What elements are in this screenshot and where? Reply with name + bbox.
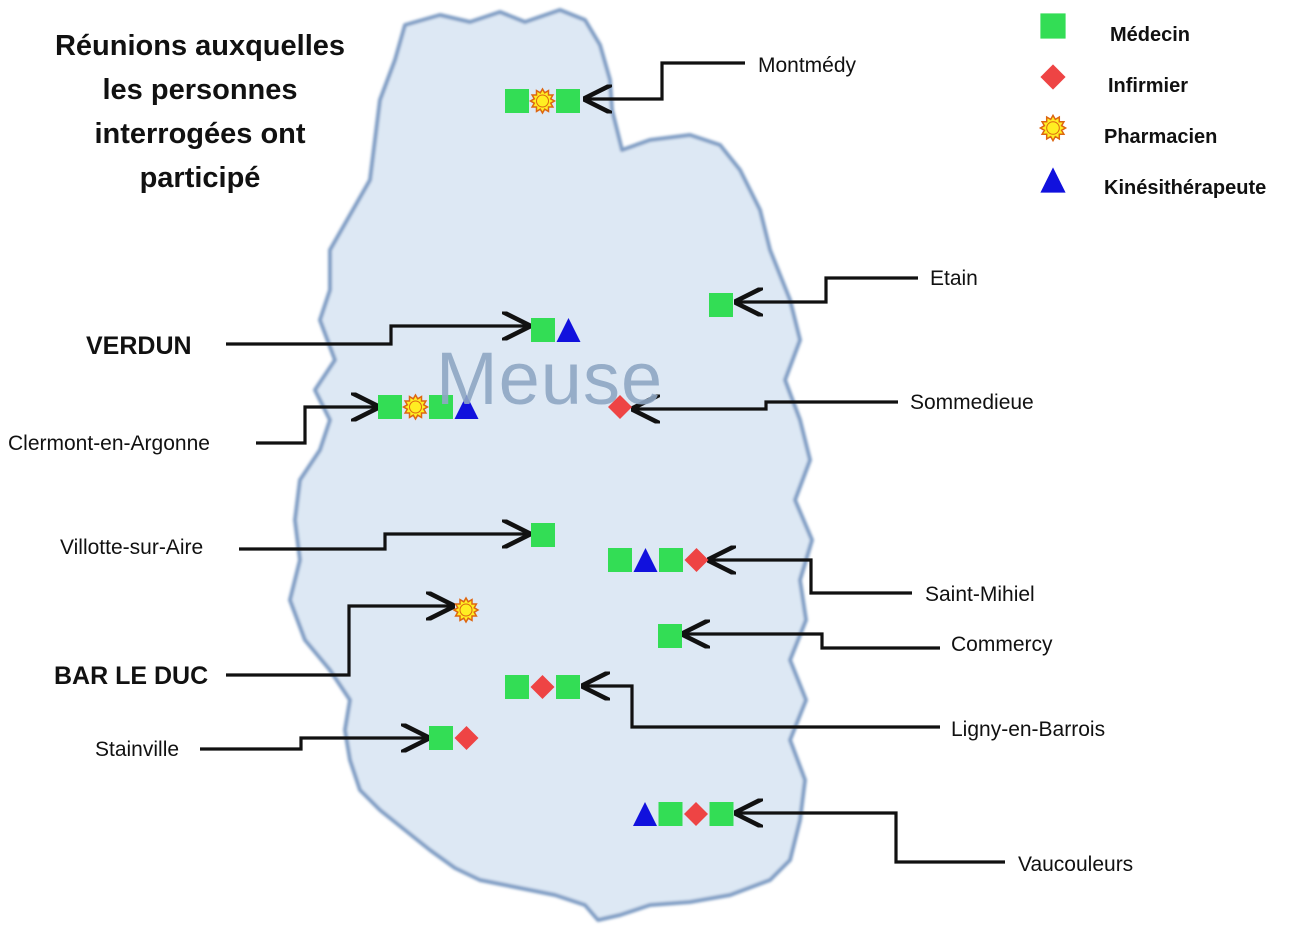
infirmier-diamond-icon <box>608 395 632 419</box>
medecin-square-icon <box>505 89 529 113</box>
marker-group <box>709 293 733 317</box>
marker-group <box>531 523 555 547</box>
title-line: les personnes <box>102 74 298 106</box>
connector-line <box>634 402 898 409</box>
place-label-montmedy: Montmédy <box>758 54 857 77</box>
marker-group <box>531 318 581 342</box>
place-label-saint-mihiel: Saint-Mihiel <box>925 583 1035 606</box>
place-label-vaucouleurs: Vaucouleurs <box>1018 853 1134 876</box>
place-label-etain: Etain <box>930 267 978 290</box>
pharmacien-sun-icon <box>529 87 556 115</box>
connector-line <box>256 407 377 445</box>
meuse-region-shape <box>288 8 814 922</box>
connector-line <box>586 61 745 99</box>
place-label-commercy: Commercy <box>951 633 1053 656</box>
infirmier-diamond-icon <box>1040 64 1066 90</box>
legend-label-infirmier: Infirmier <box>1108 75 1189 97</box>
medecin-square-icon <box>505 675 529 699</box>
marker-group <box>452 596 480 624</box>
marker-group <box>658 624 682 648</box>
medecin-square-icon <box>378 395 402 419</box>
kine-triangle-icon <box>633 548 658 572</box>
title-line: Réunions auxquelles <box>54 30 346 62</box>
legend-label-medecin: Médecin <box>1110 24 1191 46</box>
place-label-stainville: Stainville <box>95 738 180 761</box>
connector-line <box>226 606 452 677</box>
place-label-villotte: Villotte-sur-Aire <box>60 536 204 559</box>
medecin-square-icon <box>531 523 555 547</box>
kine-triangle-icon <box>633 802 657 826</box>
connector-line <box>737 276 918 302</box>
place-label-sommedieue: Sommedieue <box>910 391 1034 414</box>
map-title: Réunions auxquelles les personnes interr… <box>20 24 380 200</box>
medecin-square-icon <box>658 624 682 648</box>
place-label-verdun: VERDUN <box>86 332 192 360</box>
marker-group <box>608 548 709 572</box>
medecin-square-icon <box>709 802 734 826</box>
connector-lines <box>200 61 1005 864</box>
infirmier-diamond-icon <box>454 726 479 750</box>
medecin-square-icon <box>556 89 580 113</box>
infirmier-diamond-icon <box>530 675 555 699</box>
medecin-square-icon <box>658 802 683 826</box>
place-label-clermont: Clermont-en-Argonne <box>8 432 210 455</box>
medecin-square-icon <box>556 675 580 699</box>
kine-triangle-icon <box>556 318 581 342</box>
connector-line <box>684 634 940 650</box>
medecin-square-icon <box>531 318 555 342</box>
connector-line <box>737 813 1005 864</box>
infirmier-diamond-icon <box>684 802 708 826</box>
marker-group <box>608 395 632 419</box>
map-region-name: Meuse <box>436 337 664 420</box>
medecin-square-icon <box>608 548 632 572</box>
connector-line <box>584 686 940 729</box>
place-label-ligny: Ligny-en-Barrois <box>951 718 1106 741</box>
kine-triangle-icon <box>454 395 479 419</box>
marker-group <box>633 802 734 826</box>
title-line: interrogées ont <box>94 118 306 150</box>
connector-line <box>239 534 528 551</box>
connector-line <box>200 738 427 749</box>
marker-group <box>505 675 580 699</box>
marker-group <box>378 393 479 421</box>
pharmacien-sun-icon <box>402 393 429 421</box>
marker-group <box>505 87 580 115</box>
medecin-square-icon <box>1040 13 1066 39</box>
legend-label-kine: Kinésithérapeute <box>1104 177 1267 199</box>
marker-groups <box>378 87 734 826</box>
infirmier-diamond-icon <box>684 548 709 572</box>
marker-group <box>429 726 479 750</box>
legend-label-pharmacien: Pharmacien <box>1104 126 1218 148</box>
medecin-square-icon <box>429 395 453 419</box>
pharmacien-sun-icon <box>452 596 480 624</box>
medecin-square-icon <box>429 726 453 750</box>
title-line: participé <box>139 162 261 194</box>
medecin-square-icon <box>709 293 733 317</box>
connector-line <box>710 560 912 595</box>
pharmacien-sun-icon <box>1038 113 1068 143</box>
kine-triangle-icon <box>1040 167 1066 193</box>
place-label-bar-le-duc: BAR LE DUC <box>54 662 209 690</box>
legend-icons <box>1038 13 1068 193</box>
medecin-square-icon <box>659 548 683 572</box>
connector-line <box>226 326 528 346</box>
